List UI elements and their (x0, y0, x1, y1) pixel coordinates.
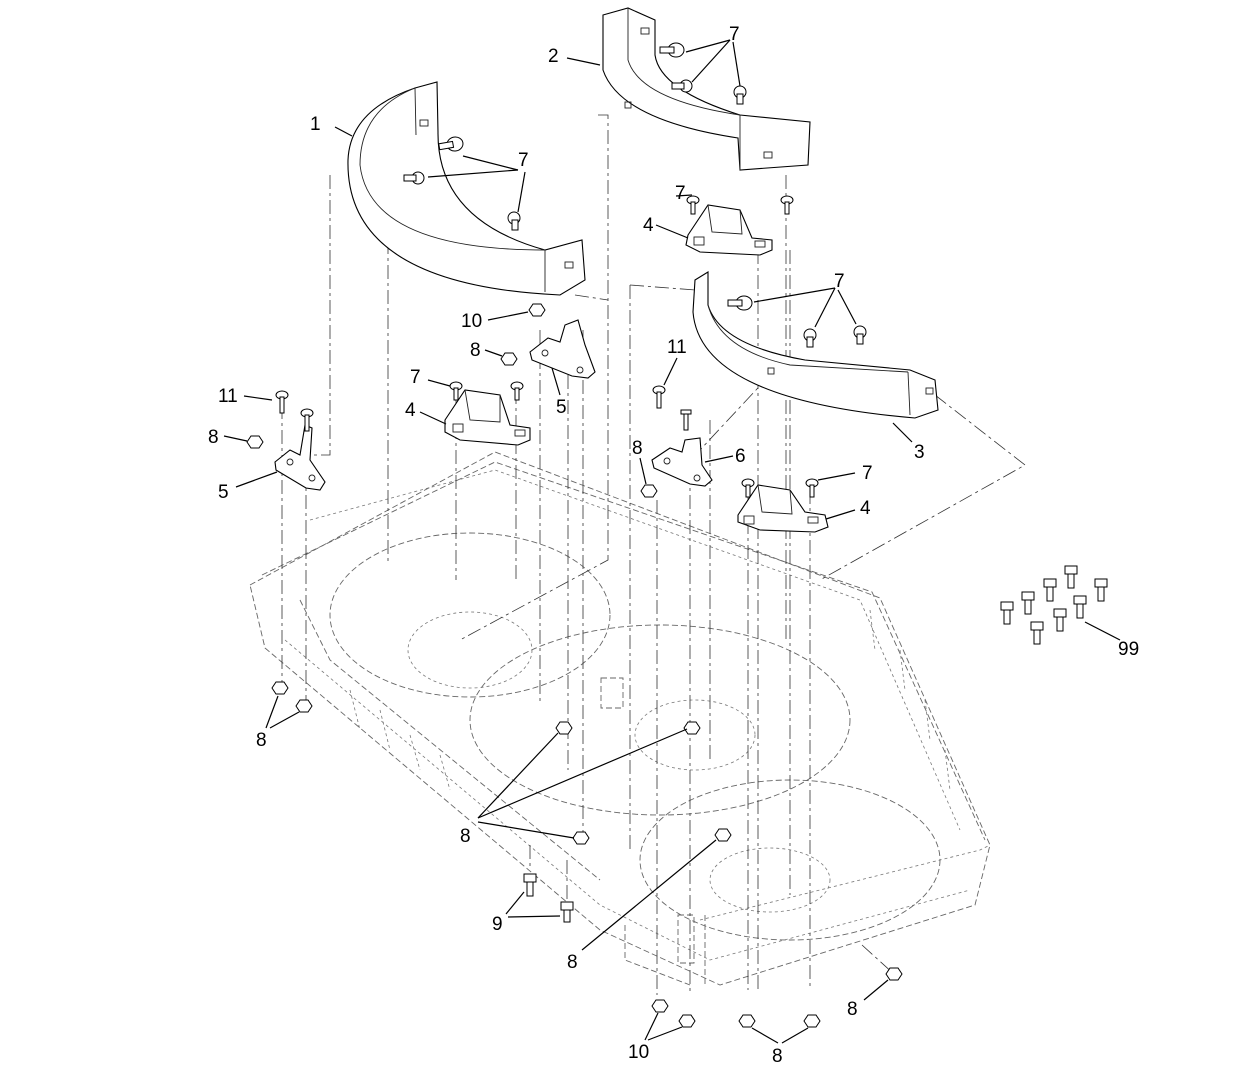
plate-6 (651, 437, 713, 487)
hardware-kit-99 (1000, 565, 1108, 645)
bracket-4a (444, 389, 531, 446)
baffle-1 (347, 81, 586, 296)
callout-11-left: 11 (218, 386, 238, 407)
callout-10-bottom: 10 (628, 1042, 649, 1063)
callout-5-center: 5 (556, 397, 567, 418)
callout-11-center: 11 (667, 337, 687, 358)
callout-7-bracket-right: 7 (862, 463, 873, 484)
callout-8-plate: 8 (470, 340, 481, 361)
flange-nuts (246, 303, 903, 1028)
callout-4-left: 4 (405, 400, 416, 421)
callout-2: 2 (548, 46, 559, 67)
bracket-4b (685, 204, 773, 256)
callout-3: 3 (914, 442, 925, 463)
callout-7-bracket-top: 7 (675, 183, 686, 204)
callout-10-top: 10 (461, 311, 482, 332)
callout-labels: 1 2 3 4 4 4 5 5 6 7 7 7 7 7 7 8 8 8 8 8 … (208, 24, 1139, 1067)
baffle-3 (692, 271, 939, 419)
callout-8-bracket6: 8 (632, 438, 643, 459)
callout-7-part1: 7 (518, 150, 529, 171)
bolts-9 (523, 873, 574, 923)
callout-8-bottom: 8 (567, 952, 578, 973)
leader-lines (223, 39, 1121, 1044)
callout-4-top: 4 (643, 215, 654, 236)
baffle-2 (602, 7, 811, 171)
bracket-4c (737, 484, 829, 533)
callout-9: 9 (492, 914, 503, 935)
mower-deck (249, 451, 991, 986)
callout-8-bottom-right: 8 (772, 1046, 783, 1067)
callout-5-left: 5 (218, 482, 229, 503)
callout-1: 1 (310, 114, 321, 135)
callout-8-right: 8 (847, 999, 858, 1020)
plate-5a (274, 424, 326, 491)
callout-6: 6 (735, 446, 746, 467)
carriage-bolts (275, 42, 867, 498)
plate-5b (529, 319, 596, 379)
callout-8-center: 8 (460, 826, 471, 847)
callout-99: 99 (1118, 639, 1139, 660)
callout-7-part3: 7 (834, 271, 845, 292)
callout-8-left: 8 (208, 427, 219, 448)
assembly-lines (281, 114, 1026, 995)
callout-4-right: 4 (860, 498, 871, 519)
callout-8-lower-left: 8 (256, 730, 267, 751)
callout-7-part2: 7 (729, 24, 740, 45)
callout-7-bracket-left: 7 (410, 367, 421, 388)
